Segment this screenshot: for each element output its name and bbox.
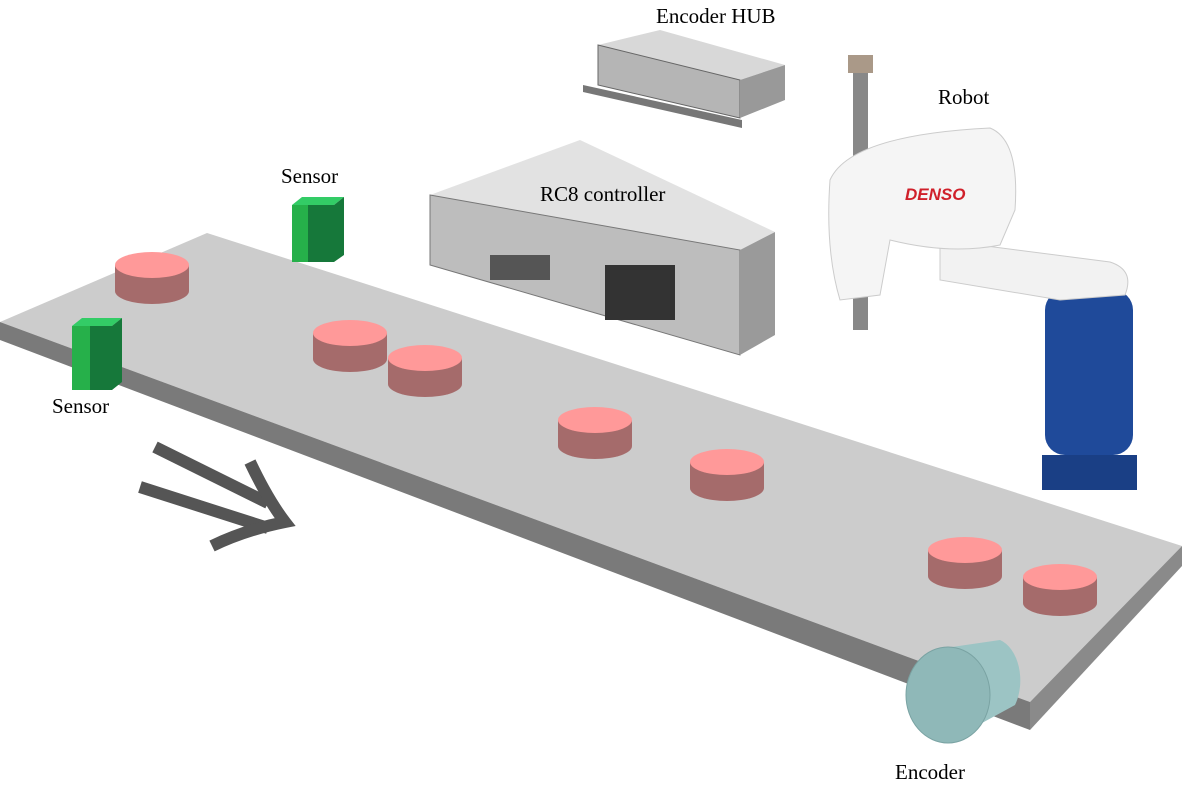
- sensor-top: [292, 197, 344, 262]
- robot-device: DENSO: [828, 55, 1137, 490]
- workpiece: [558, 407, 632, 459]
- workpiece: [1023, 564, 1097, 616]
- label-robot: Robot: [938, 85, 990, 109]
- rc8-controller-device: [429, 140, 775, 356]
- workpiece: [690, 449, 764, 501]
- label-sensor-left: Sensor: [52, 394, 110, 418]
- conveyor: [0, 233, 1182, 730]
- sensor-left: [72, 318, 122, 390]
- label-encoder-hub: Encoder HUB: [656, 4, 776, 28]
- denso-logo: DENSO: [905, 185, 965, 204]
- workpiece: [313, 320, 387, 372]
- label-sensor-top: Sensor: [281, 164, 339, 188]
- workpiece: [388, 345, 462, 397]
- workpieces: [115, 252, 1097, 616]
- workpiece: [928, 537, 1002, 589]
- encoder-device: [905, 640, 1021, 744]
- workpiece: [115, 252, 189, 304]
- encoder-hub-device: [583, 30, 785, 128]
- label-rc8-controller: RC8 controller: [540, 182, 666, 206]
- flow-direction-arrow-icon: [138, 441, 296, 552]
- label-encoder: Encoder: [895, 760, 965, 784]
